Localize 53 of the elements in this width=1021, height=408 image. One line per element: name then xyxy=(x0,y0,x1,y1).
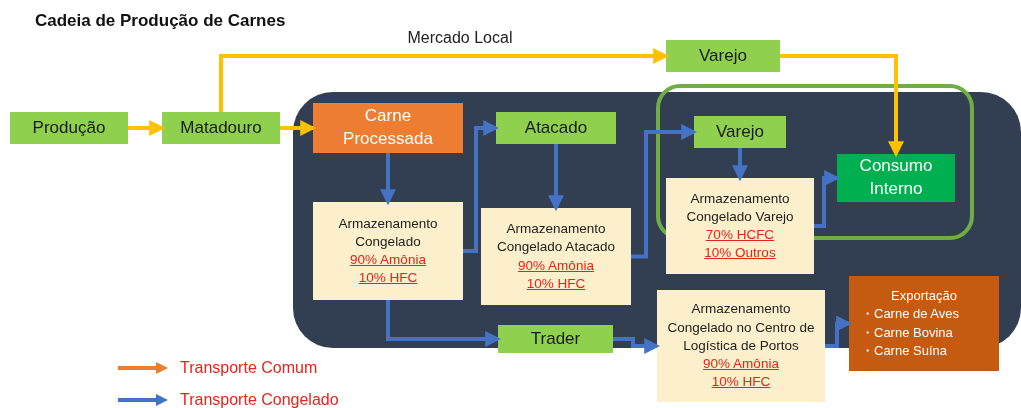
refrigerant-share: 90% Amônia xyxy=(703,355,779,374)
process-box xyxy=(666,40,780,72)
list-item: ・Carne de Aves xyxy=(861,305,960,324)
node-heading: Exportação xyxy=(891,287,957,306)
legend-label: Transporte Comum xyxy=(180,358,318,378)
list-item: ・Carne Suína xyxy=(861,341,948,360)
process-box xyxy=(313,103,463,153)
arrow xyxy=(825,315,853,348)
storage-box xyxy=(313,202,463,300)
arrow xyxy=(380,153,396,206)
arrow xyxy=(631,124,698,259)
arrow xyxy=(219,48,670,112)
legend-label: Transporte Congelado xyxy=(180,390,339,408)
node-label: Matadouro xyxy=(180,117,262,139)
node-label: Armazenamento Congelado Varejo xyxy=(685,189,795,226)
refrigerant-share: 10% HFC xyxy=(711,373,771,392)
storage-box xyxy=(481,208,631,305)
process-box xyxy=(694,116,786,148)
node-label: Varejo xyxy=(716,121,764,143)
export-box xyxy=(849,276,999,371)
node-label: Varejo xyxy=(699,45,747,67)
arrow xyxy=(780,54,904,158)
arrow xyxy=(732,148,748,182)
arrow xyxy=(280,120,317,136)
storage-box xyxy=(666,178,814,274)
arrow xyxy=(463,120,500,253)
node-label: Consumo Interno xyxy=(858,155,934,200)
process-box xyxy=(498,325,613,353)
node-label: Produção xyxy=(32,117,106,139)
process-box xyxy=(10,112,128,144)
refrigerant-share: 10% HFC xyxy=(526,274,586,293)
arrow xyxy=(814,170,841,228)
list-item: ・Carne Bovina xyxy=(861,323,954,342)
node-label: Armazenamento Congelado Atacado xyxy=(496,220,616,257)
arrow xyxy=(613,337,661,354)
node-label: Carne Processada xyxy=(342,105,434,150)
diagram-title: Cadeia de Produção de Carnes xyxy=(35,10,286,32)
node-label: Trader xyxy=(530,328,581,350)
process-box xyxy=(496,112,616,144)
node-label: Armazenamento Congelado xyxy=(337,214,439,251)
arrow xyxy=(548,144,564,212)
node-label: Atacado xyxy=(524,117,588,139)
refrigerant-share: 10% HFC xyxy=(358,269,418,288)
arrow xyxy=(128,120,166,136)
process-box xyxy=(837,154,955,202)
process-box xyxy=(162,112,280,144)
arrow xyxy=(386,300,502,347)
refrigerant-share: 90% Amônia xyxy=(518,256,594,275)
refrigerant-share: 70% HCFC xyxy=(705,226,775,244)
refrigerant-share: 90% Amônia xyxy=(350,251,426,269)
node-label: Armazenamento Congelado no Centro de Logística de Portos xyxy=(666,300,816,355)
storage-box xyxy=(657,290,825,402)
refrigerant-share: 10% Outros xyxy=(704,244,776,263)
